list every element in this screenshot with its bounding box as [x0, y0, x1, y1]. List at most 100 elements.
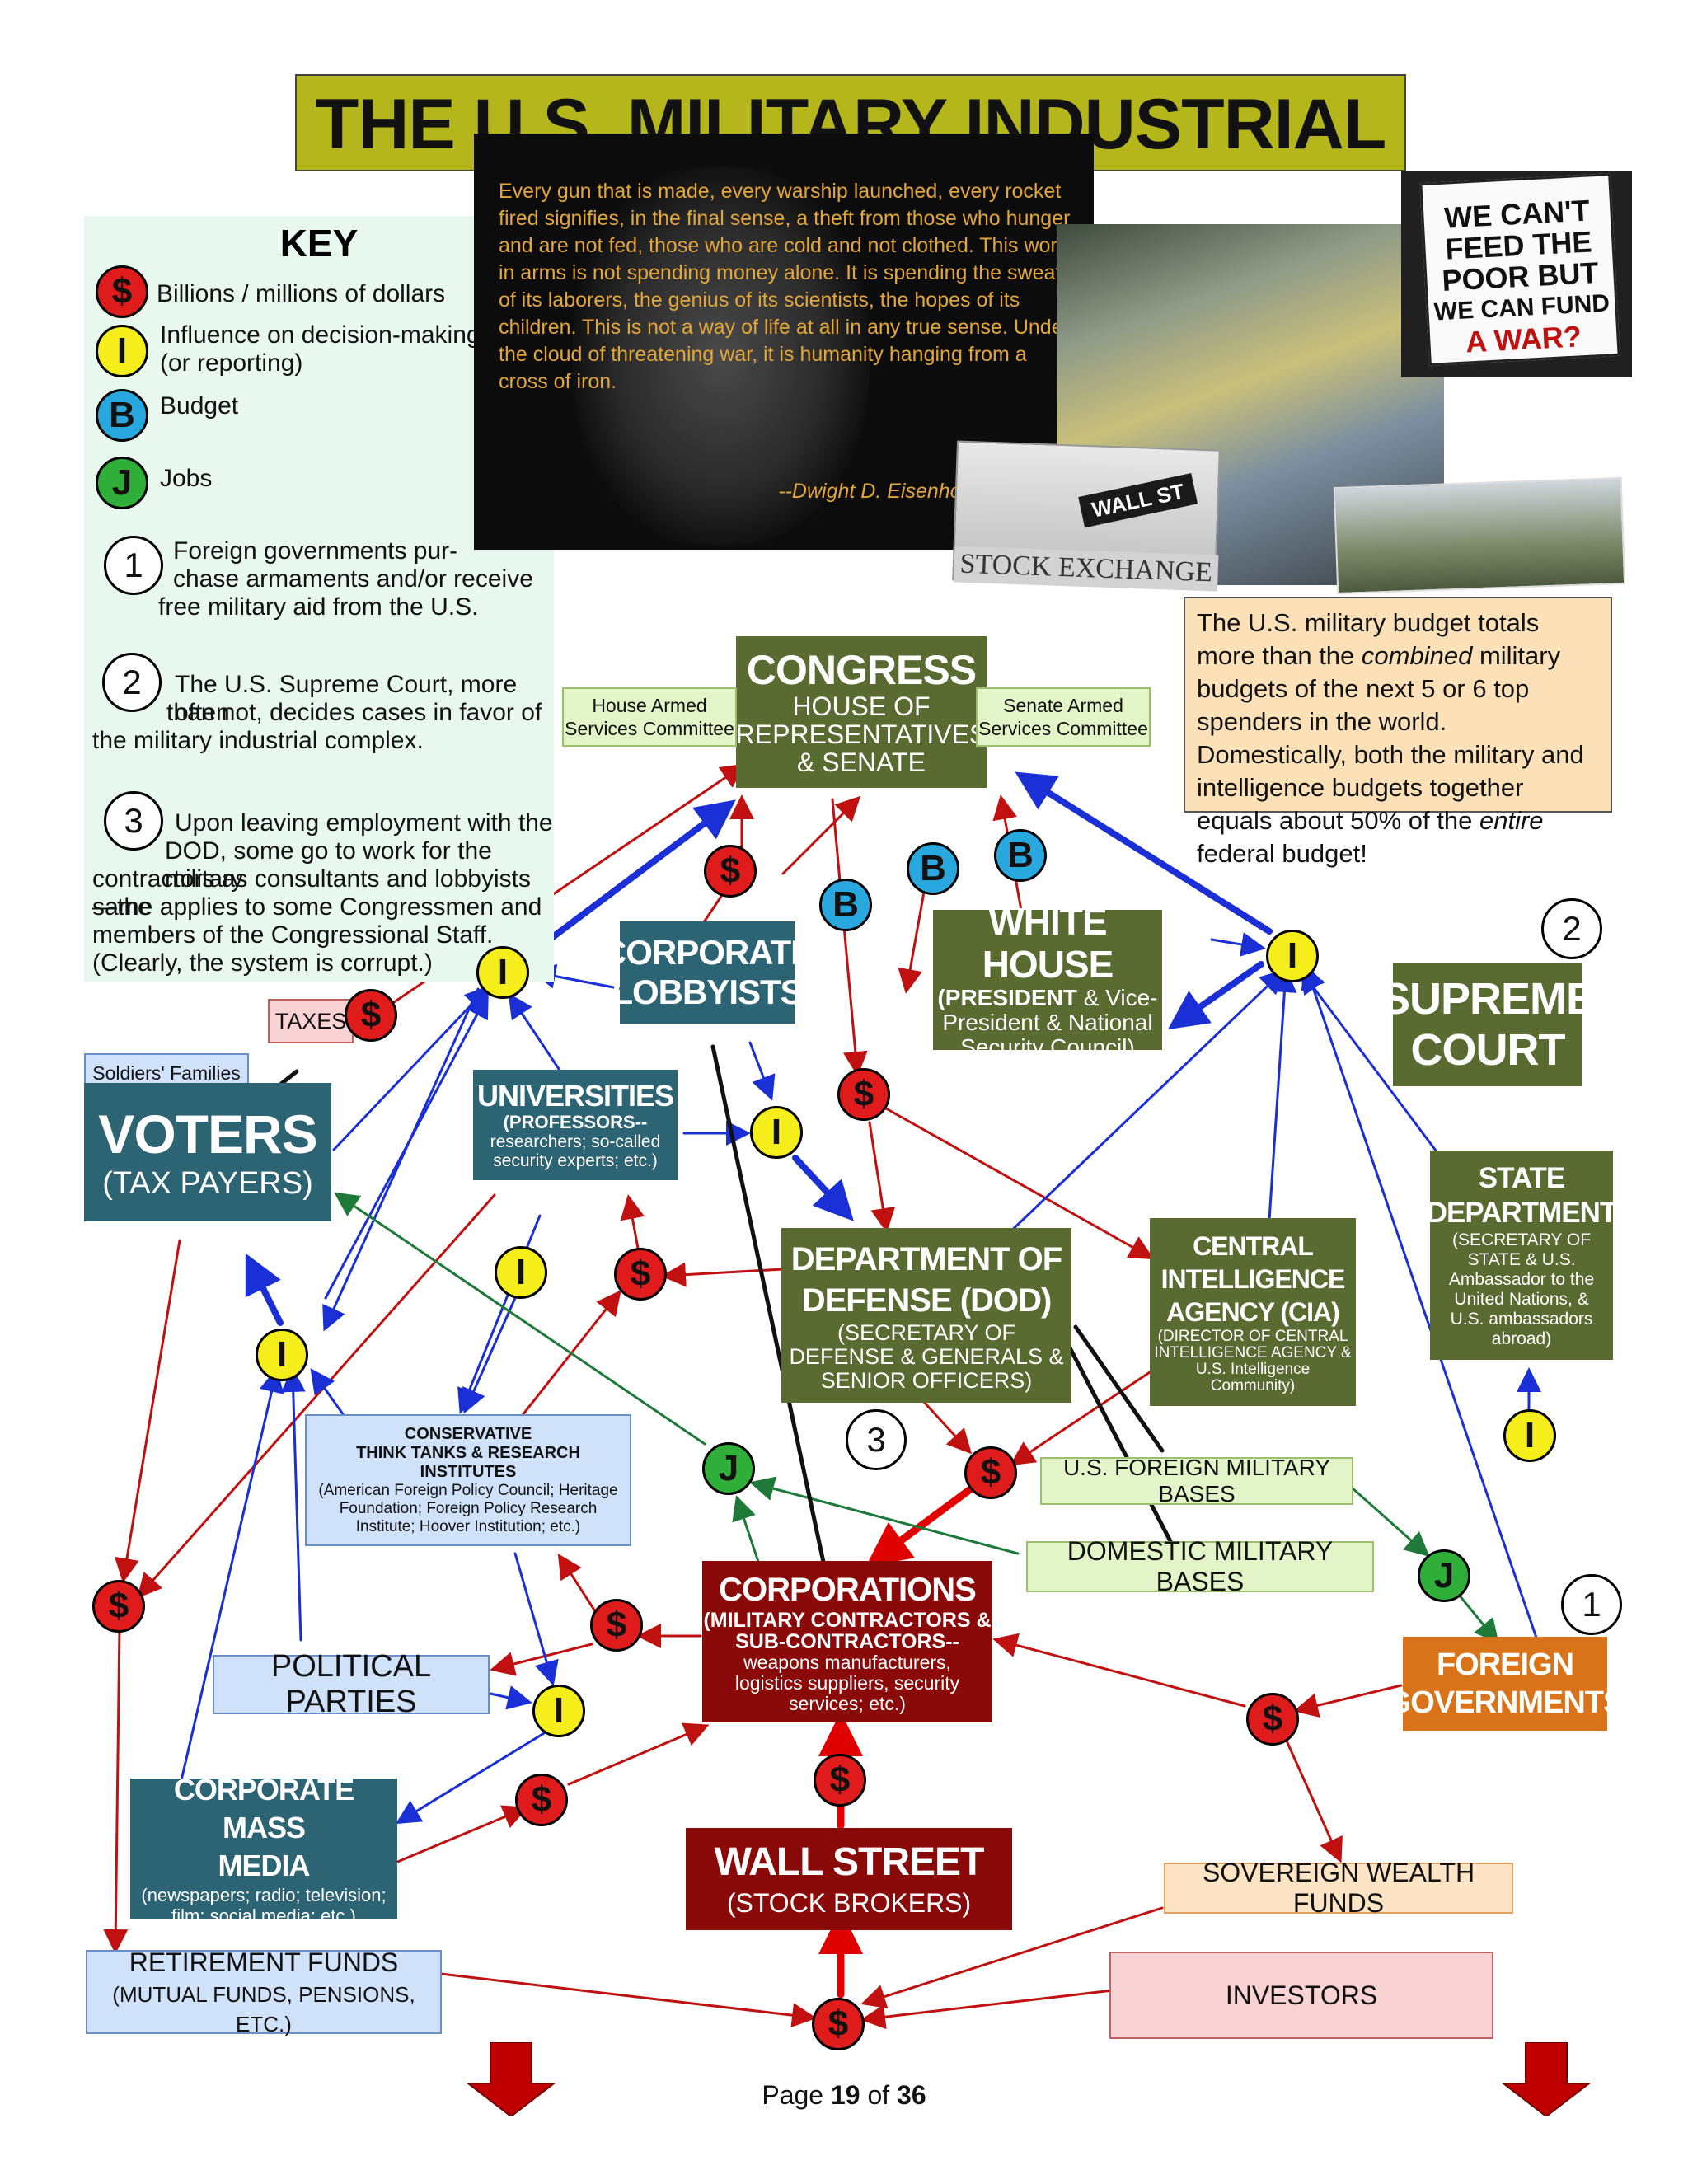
- corporate-mass-media-node: CORPORATE MASS MEDIA (newspapers; radio;…: [130, 1773, 397, 1926]
- legend-money-label: Billions / millions of dollars: [157, 280, 446, 307]
- edge-sovereign-to-money: [860, 1906, 1164, 2008]
- edge-money-to-parties: [490, 1643, 593, 1676]
- influence-badge-icon: I: [476, 946, 529, 999]
- universities-sub: (PROFESSORS--: [503, 1112, 648, 1132]
- money-badge-icon: $: [814, 1754, 866, 1807]
- state-sub: U.S. ambassadors: [1450, 1310, 1593, 1329]
- supreme-court-line: SUPREME: [1380, 974, 1596, 1024]
- link-dod-foreign: [1073, 1324, 1165, 1453]
- corporations-sub: weapons manufacturers,: [743, 1651, 951, 1673]
- quote-text: Every gun that is made, every warship la…: [499, 180, 1074, 393]
- congress-title: CONGRESS: [746, 647, 977, 693]
- edge-fg-to-inf-right: [1301, 963, 1539, 1642]
- corporate-lobbyists-node: CORPORATE LOBBYISTS: [602, 921, 814, 1024]
- note-2-line: than not, decides cases in favor of: [166, 699, 542, 726]
- edge-retire-to-money: [439, 1972, 817, 2028]
- influence-badge-icon: I: [495, 1246, 547, 1299]
- jobs-badge-icon: J: [1418, 1549, 1470, 1602]
- state-sub: (SECRETARY OF: [1451, 1230, 1592, 1249]
- edge-inf-to-think: [462, 1296, 517, 1414]
- edge-inf-to-voters-left: [322, 987, 480, 1332]
- edge-job-to-fg: [1457, 1593, 1499, 1644]
- congress-sub: & SENATE: [797, 748, 926, 777]
- legend-jobs-label: Jobs: [160, 465, 213, 492]
- cia-sub: U.S. Intelligence: [1195, 1361, 1311, 1378]
- influence-badge-icon: I: [1503, 1409, 1556, 1462]
- edge-inf-to-congress: [524, 799, 736, 959]
- wall-street-photo: WALL ST STOCK EXCHANGE: [952, 440, 1221, 592]
- edge-money-to-corp-right: [992, 1633, 1246, 1708]
- think-tanks-title: THINK TANKS & RESEARCH: [356, 1443, 580, 1462]
- influence-badge-icon: I: [532, 1685, 585, 1737]
- edge-money-to-dod: [868, 1121, 896, 1233]
- edge-voters-to-money: [115, 1239, 181, 1583]
- legend-title: KEY: [279, 222, 359, 265]
- note-1-line: free military aid from the U.S.: [158, 593, 479, 621]
- total-pages: 36: [897, 2080, 926, 2110]
- wall-st-sign: WALL ST: [1078, 473, 1198, 528]
- congress-sub: REPRESENTATIVES: [735, 719, 987, 749]
- edge-money-to-corp: [567, 1722, 710, 1786]
- supreme-court-node: SUPREME COURT: [1381, 963, 1596, 1086]
- influence-badge-icon: I: [1266, 930, 1319, 982]
- note-2-marker: 2: [1541, 898, 1602, 959]
- edge-lobby-to-inf2: [748, 1041, 776, 1101]
- money-badge-icon: $: [812, 1998, 865, 2050]
- edge-money-to-univ: [620, 1194, 645, 1254]
- note-3-line: contractors as consultants and lobbyists…: [92, 865, 531, 921]
- investors-node: INVESTORS: [1109, 1952, 1493, 2039]
- page-number: Page 19 of 36: [679, 2080, 1009, 2111]
- media-title: CORPORATE MASS: [173, 1773, 354, 1844]
- voters-title: VOTERS: [98, 1104, 317, 1165]
- influence-badge-icon: I: [256, 1329, 308, 1381]
- state-department-node: STATE DEPARTMENT (SECRETARY OF STATE & U…: [1427, 1151, 1617, 1360]
- foreign-governments-node: FOREIGN GOVERNMENTS: [1387, 1637, 1624, 1731]
- note-3-marker: 3: [846, 1409, 907, 1470]
- media-title: MEDIA: [218, 1849, 311, 1882]
- dod-sub: SENIOR OFFICERS): [820, 1367, 1033, 1393]
- media-sub: (newspapers; radio; television;: [141, 1885, 387, 1905]
- edge-inf-to-media: [395, 1729, 550, 1825]
- dod-title: DEFENSE (DOD): [801, 1282, 1053, 1319]
- edge-cia-to-money-corp: [1010, 1371, 1151, 1466]
- corporations-title: CORPORATIONS: [719, 1571, 977, 1608]
- tank-photo: [1333, 476, 1626, 595]
- eisenhower-quote: Every gun that is made, every warship la…: [474, 134, 1094, 550]
- white-house-node: WHITE HOUSE (PRESIDENT & Vice- President…: [933, 900, 1162, 1060]
- retirement-title: RETIREMENT FUNDS: [129, 1947, 399, 1977]
- edge-univ-to-inf: [508, 993, 562, 1073]
- influence-badge-icon: I: [750, 1106, 803, 1159]
- note-3-line: (Clearly, the system is corrupt.): [92, 949, 433, 977]
- note-1-line: Foreign governments pur-: [173, 537, 458, 565]
- budget-badge-icon: B: [907, 842, 959, 895]
- universities-title: UNIVERSITIES: [476, 1079, 674, 1113]
- jobs-badge-icon: J: [702, 1442, 755, 1495]
- corporations-node: CORPORATIONS (MILITARY CONTRACTORS & SUB…: [702, 1561, 992, 1722]
- note-3-line: members of the Congressional Staff.: [92, 921, 494, 949]
- corporations-sub: logistics suppliers, security: [734, 1671, 960, 1694]
- edge-dod-to-money-univ: [661, 1262, 785, 1287]
- note-1-line: chase armaments and/or receive: [173, 565, 533, 593]
- white-house-sub: Security Council): [960, 1034, 1135, 1060]
- edge-cia-to-inf: [1268, 968, 1297, 1221]
- state-sub: STATE & U.S.: [1467, 1250, 1576, 1269]
- supreme-court-line: COURT: [1410, 1025, 1566, 1075]
- budget-badge-icon: B: [96, 389, 148, 442]
- money-badge-icon: $: [515, 1774, 568, 1826]
- eisenhower-portrait: [573, 166, 870, 546]
- edge-parties-to-inf3: [489, 1685, 532, 1710]
- state-sub: abroad): [1491, 1329, 1552, 1348]
- state-title: STATE: [1478, 1162, 1566, 1194]
- page-down-arrow-icon[interactable]: [462, 2042, 560, 2116]
- foreign-govs-line: GOVERNMENTS: [1386, 1685, 1625, 1720]
- note-3-line: Upon leaving employment with the: [175, 809, 553, 837]
- page-down-arrow-icon[interactable]: [1497, 2042, 1596, 2116]
- think-tanks-sub: Institute; Hoover Institution; etc.): [355, 1517, 581, 1535]
- sovereign-wealth-funds-node: SOVEREIGN WEALTH FUNDS: [1164, 1858, 1513, 1918]
- edge-univ-to-think: [457, 1214, 542, 1414]
- wall-street-sub: (STOCK BROKERS): [726, 1888, 972, 1918]
- note-2-line: The U.S. Supreme Court, more often: [175, 671, 518, 726]
- taxes-node: TAXES: [268, 999, 354, 1043]
- white-house-sub: President & National: [942, 1010, 1153, 1035]
